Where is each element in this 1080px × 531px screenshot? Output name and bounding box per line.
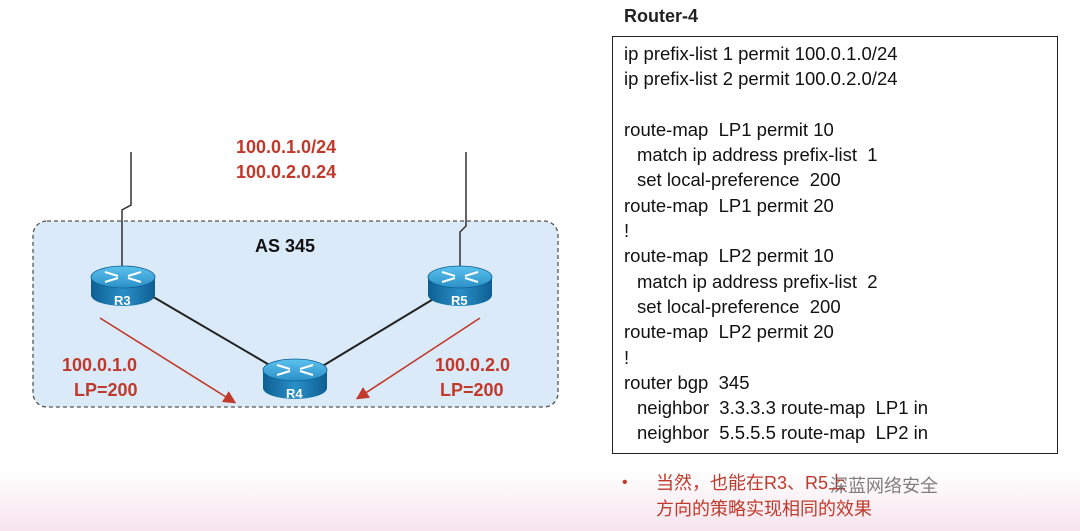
arrow-r3-to-r4 — [99, 317, 237, 404]
note-line-1: 当然，也能在R3、R5上 — [656, 473, 847, 493]
left-annotation-lp: LP=200 — [74, 380, 138, 400]
config-line — [624, 92, 1057, 117]
config-line: set local-preference 200 — [637, 169, 841, 191]
router-arrows-icon — [276, 364, 314, 376]
config-line: neighbor 5.5.5.5 route-map LP2 in — [637, 422, 929, 444]
note-line-2: 方向的策略实现相同的效果 — [656, 499, 872, 519]
config-line: ip prefix-list 1 permit 100.0.1.0/24 — [624, 43, 898, 64]
prefix-note-1: 100.0.1.0/24 — [236, 137, 336, 157]
right-annotation-lp: LP=200 — [440, 380, 504, 400]
router-r5-label: R5 — [451, 293, 468, 308]
prefix-note-2: 100.0.2.0.24 — [236, 162, 336, 182]
watermark: 深蓝网络安全 — [830, 476, 938, 496]
arrow-r5-to-r4 — [355, 317, 481, 400]
config-title: Router-4 — [624, 6, 699, 26]
bottom-band — [0, 470, 1080, 531]
config-line: route-map LP2 permit 10 — [624, 245, 834, 267]
as-label: AS 345 — [255, 236, 315, 256]
router-r4[interactable]: R4 — [262, 358, 328, 401]
config-line: ! — [624, 220, 630, 242]
config-line: neighbor 3.3.3.3 route-map LP1 in — [637, 397, 929, 419]
router-r3-label: R3 — [114, 293, 131, 308]
r5-uplink — [459, 152, 467, 270]
config-line: match ip address prefix-list 2 — [637, 270, 878, 292]
note-text: 当然，也能在R3、R5上 方向的策略实现相同的效果 — [656, 470, 1056, 522]
config-line: ! — [624, 346, 630, 368]
router-arrows-icon — [441, 271, 479, 283]
network-diagram: AS 345 R3 R5 R4 100. — [32, 137, 559, 408]
router-r5[interactable]: R5 — [427, 265, 493, 308]
link-r3-r4 — [149, 294, 279, 371]
config-line: match ip address prefix-list 1 — [637, 144, 878, 166]
config-line: route-map LP1 permit 20 — [624, 194, 834, 216]
config-line: route-map LP2 permit 20 — [624, 321, 834, 343]
r3-uplink — [121, 152, 132, 270]
config-line: router bgp 345 — [624, 371, 750, 393]
config-line: route-map LP1 permit 10 — [624, 118, 834, 140]
note-bullet: • — [622, 474, 628, 491]
router-arrows-icon — [104, 271, 142, 283]
as-region — [32, 220, 559, 408]
router-r4-label: R4 — [286, 386, 303, 401]
config-line: ip prefix-list 2 permit 100.0.2.0/24 — [624, 68, 898, 90]
config-box: ip prefix-list 1 permit 100.0.1.0/24 ip … — [612, 36, 1058, 454]
left-annotation-prefix: 100.0.1.0 — [62, 355, 137, 375]
right-annotation-prefix: 100.0.2.0 — [435, 355, 510, 375]
config-line: set local-preference 200 — [637, 295, 841, 317]
link-r5-r4 — [315, 294, 441, 371]
router-r3[interactable]: R3 — [90, 265, 156, 308]
